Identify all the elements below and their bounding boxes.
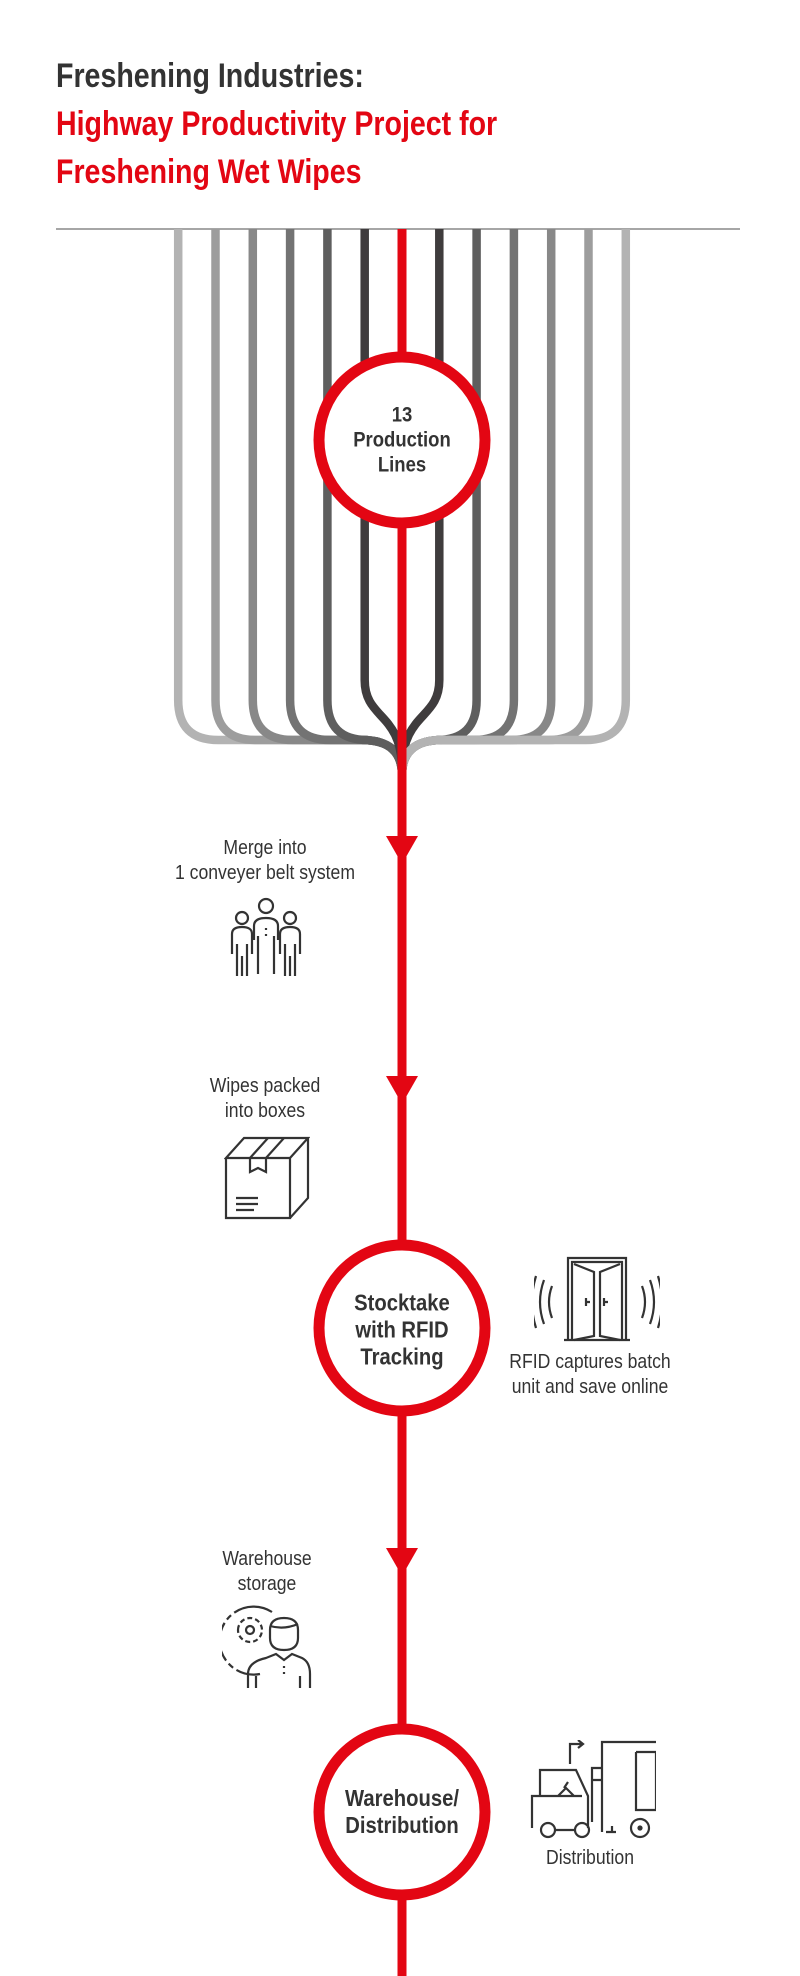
box-icon [224, 1136, 310, 1220]
step-text: storage [237, 1573, 297, 1595]
step-text: Wipes packed [209, 1075, 321, 1097]
flow-arrow [386, 1548, 418, 1576]
step-rfid-label: RFID captures batch unit and save online [509, 1350, 670, 1400]
step-distribution-label: Distribution [546, 1846, 634, 1871]
node-label: Stocktake [354, 1289, 450, 1316]
step-packed-label: Wipes packed into boxes [210, 1074, 321, 1124]
title-project-line1: Highway Productivity Project for [56, 105, 498, 143]
node-label: Production [353, 428, 451, 452]
node-circle-production [313, 351, 491, 529]
flow-arrow [386, 1076, 418, 1104]
node-count: 13 [391, 403, 413, 427]
node-production-lines: 13 Production Lines [336, 403, 468, 478]
step-storage-label: Warehouse storage [222, 1547, 311, 1597]
flow-arrow [386, 836, 418, 864]
page-title: Freshening Industries: Highway Productiv… [56, 52, 497, 196]
step-text: 1 conveyer belt system [175, 862, 355, 884]
node-label: Tracking [360, 1343, 444, 1370]
step-text: into boxes [224, 1100, 306, 1122]
forklift-icon [530, 1740, 656, 1839]
step-text: Merge into [223, 837, 307, 859]
node-stocktake: Stocktake with RFID Tracking [336, 1290, 468, 1371]
node-circle-warehouse [313, 1723, 491, 1901]
step-merge-label: Merge into 1 conveyer belt system [175, 836, 355, 886]
node-circle-stocktake [313, 1239, 491, 1417]
node-label: Distribution [345, 1812, 459, 1838]
rfid-door-icon [534, 1256, 660, 1342]
step-text: Distribution [545, 1847, 635, 1869]
people-group-icon [230, 897, 302, 976]
node-label: with RFID [355, 1316, 449, 1343]
node-label: Lines [377, 453, 427, 477]
worker-gear-icon [222, 1605, 312, 1688]
node-warehouse-distribution: Warehouse/ Distribution [336, 1785, 468, 1839]
step-text: RFID captures batch [509, 1351, 671, 1373]
title-company: Freshening Industries: [56, 57, 364, 95]
step-text: Warehouse [222, 1548, 312, 1570]
title-project-line2: Freshening Wet Wipes [56, 153, 362, 191]
step-text: unit and save online [511, 1376, 669, 1398]
node-label: Warehouse/ [345, 1785, 459, 1811]
